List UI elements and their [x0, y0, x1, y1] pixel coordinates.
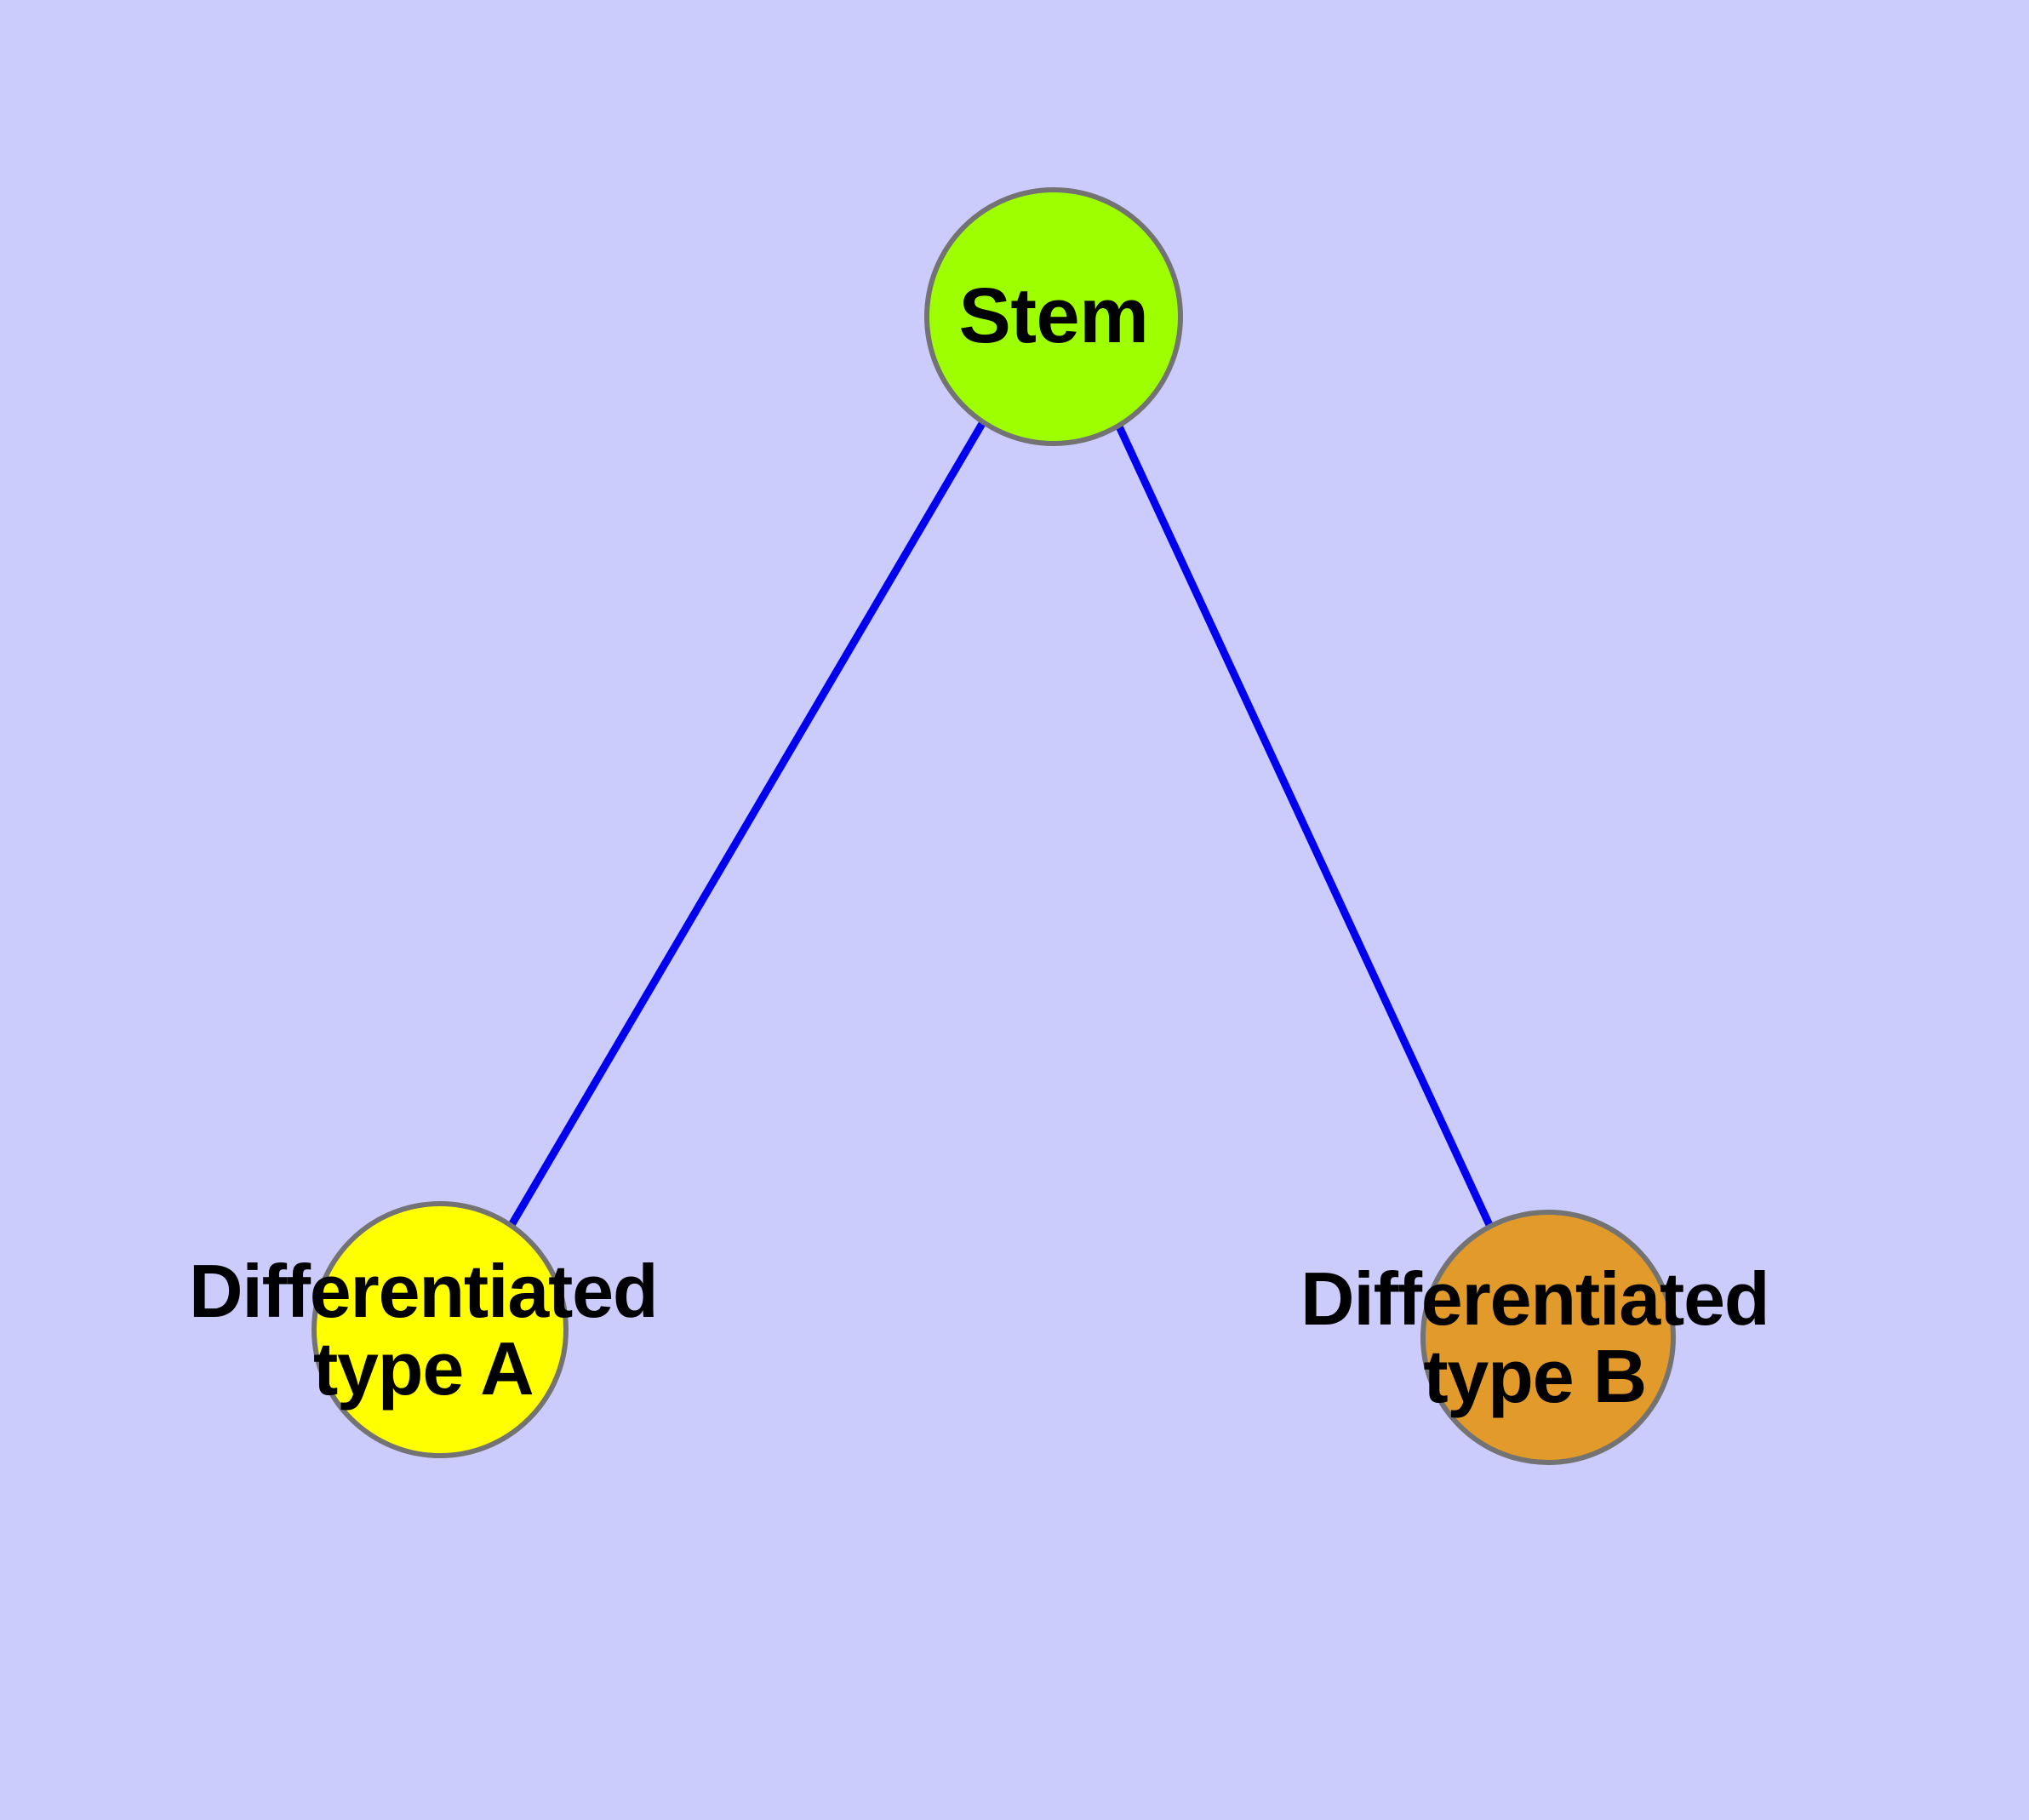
edge-layer — [508, 420, 1494, 1228]
graph-node-stem[interactable] — [924, 187, 1183, 446]
node-layer — [311, 187, 1676, 1465]
graph-node-diff-type-b[interactable] — [1420, 1210, 1676, 1465]
graph-edge-stem-to-a[interactable] — [508, 420, 986, 1228]
graph-node-diff-type-a[interactable] — [311, 1201, 569, 1458]
graph-edge-stem-to-b[interactable] — [1115, 425, 1494, 1227]
